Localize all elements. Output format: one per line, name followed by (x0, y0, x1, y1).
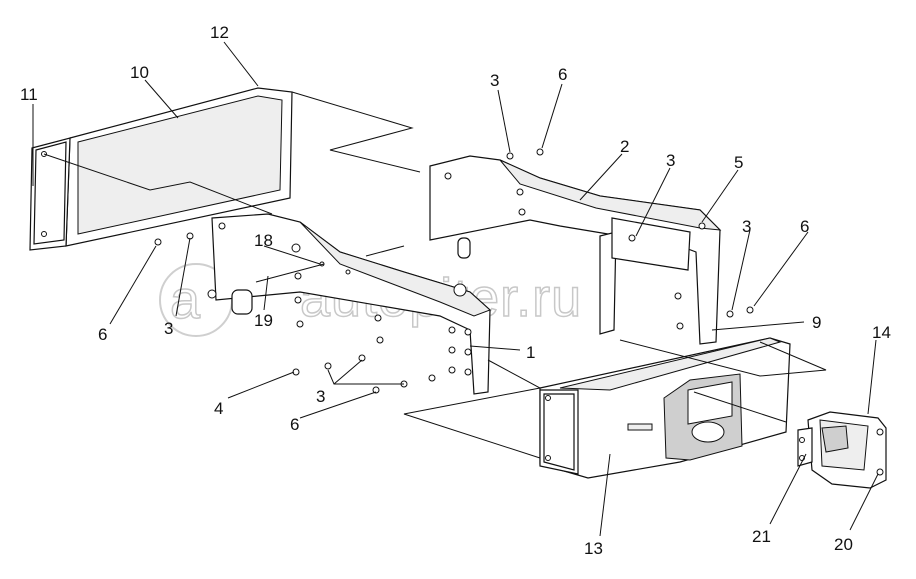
callout-18: 18 (254, 231, 273, 250)
part-10-beam (29, 87, 293, 251)
part-1-side-plate (207, 213, 491, 395)
callout-9: 9 (812, 313, 821, 332)
callout-3: 3 (666, 151, 675, 170)
callout-14: 14 (872, 323, 891, 342)
callout-3: 3 (164, 319, 173, 338)
part-2-side-plate (429, 155, 722, 345)
alignment-lines (43, 91, 827, 459)
callout-1: 1 (526, 343, 535, 362)
callout-11: 11 (20, 85, 38, 104)
callout-6: 6 (800, 217, 809, 236)
callout-2: 2 (620, 137, 629, 156)
callout-21: 21 (752, 527, 771, 546)
callout-3: 3 (316, 387, 325, 406)
part-14-bracket (797, 411, 887, 489)
callout-3: 3 (742, 217, 751, 236)
callout-10: 10 (130, 63, 149, 82)
fasteners (154, 148, 754, 394)
callout-6: 6 (558, 65, 567, 84)
callout-19: 19 (254, 311, 273, 330)
callout-12: 12 (210, 23, 229, 42)
callout-6: 6 (290, 415, 299, 434)
callout-5: 5 (734, 153, 743, 172)
leader-lines (32, 41, 879, 537)
callout-20: 20 (834, 535, 853, 554)
part-13-box-beam (539, 337, 791, 479)
callout-4: 4 (214, 399, 223, 418)
callout-3: 3 (490, 71, 499, 90)
callout-6: 6 (98, 325, 107, 344)
plate-holes (207, 243, 472, 376)
callout-13: 13 (584, 539, 603, 558)
svg-text:a: a (170, 270, 201, 330)
callout-labels: 11 10 12 3 6 2 3 5 3 6 9 14 18 19 6 3 1 … (20, 23, 891, 558)
